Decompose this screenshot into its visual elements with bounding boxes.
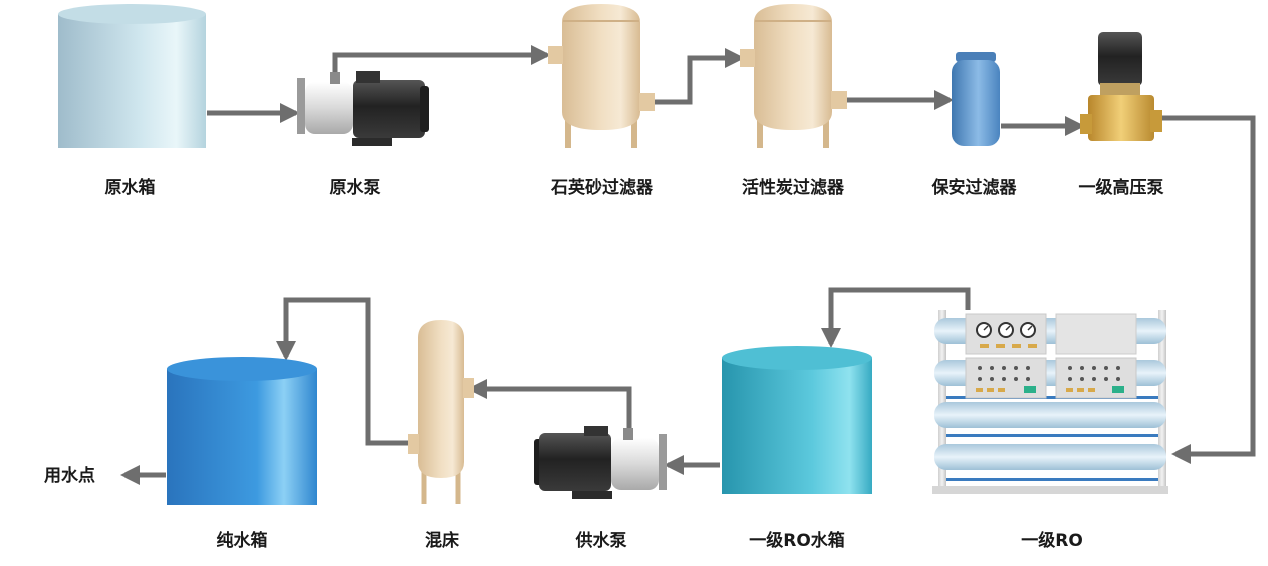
pipe-sand-to-carbon: [655, 48, 745, 105]
label-mixed-bed: 混床: [425, 531, 459, 551]
carbon-filter: [740, 4, 847, 148]
label-supply-pump: 供水泵: [575, 531, 627, 551]
label-ro-tank: 一级RO水箱: [749, 531, 845, 551]
label-hp-pump: 一级高压泵: [1078, 178, 1164, 198]
raw-water-pump: [297, 71, 429, 146]
ro-water-tank: [722, 346, 872, 494]
label-pure-tank: 纯水箱: [216, 531, 268, 551]
pipe-hp-pump-to-ro: [1160, 115, 1256, 464]
pipe-pump-to-sand-filter: [332, 45, 551, 80]
sand-filter: [548, 4, 655, 148]
label-raw-tank: 原水箱: [104, 178, 156, 198]
label-sand-filter: 石英砂过滤器: [551, 178, 653, 198]
pure-water-tank: [167, 357, 317, 505]
pipe-ro-to-ro-tank: [821, 287, 971, 348]
raw-water-tank: [58, 4, 206, 148]
pipe-mixed-bed-to-pure-tank: [276, 297, 410, 446]
label-carbon-filter: 活性炭过滤器: [742, 178, 844, 198]
label-ro-unit: 一级RO: [1021, 531, 1083, 551]
pipes: [120, 45, 1256, 485]
high-pressure-pump: [1080, 32, 1162, 141]
security-filter: [952, 52, 1000, 146]
supply-pump: [534, 426, 667, 499]
label-use-point: 用水点: [44, 466, 95, 486]
ro-unit: [932, 310, 1168, 494]
pipe-supply-pump-to-mixed-bed: [467, 379, 632, 433]
label-raw-pump: 原水泵: [329, 178, 381, 198]
mixed-bed: [408, 320, 474, 504]
label-security-filter: 保安过滤器: [931, 178, 1017, 198]
